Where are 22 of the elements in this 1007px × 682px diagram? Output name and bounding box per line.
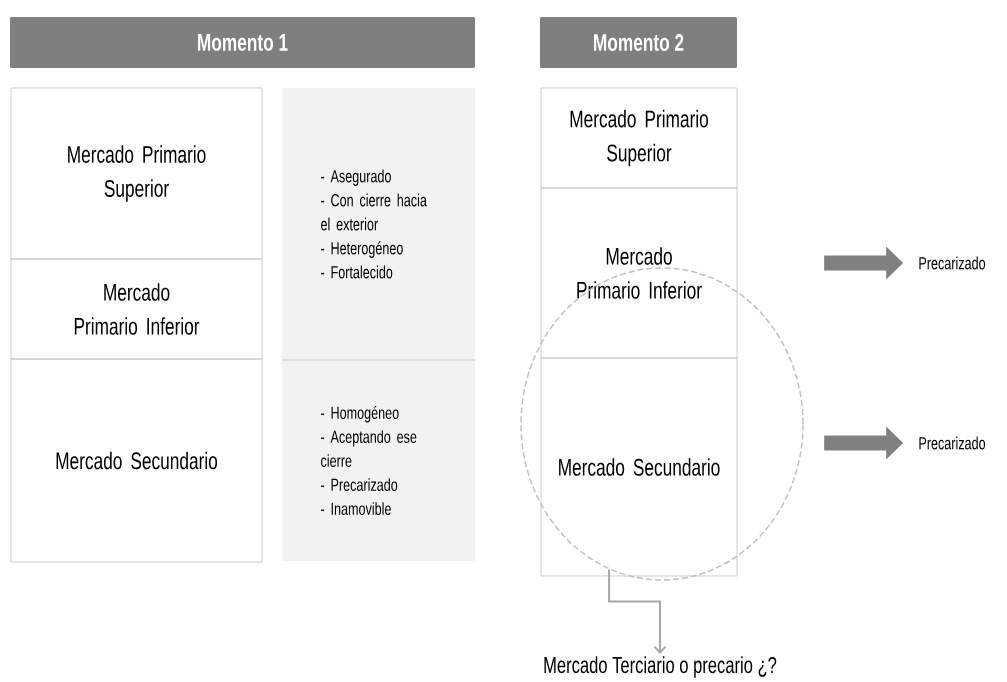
elbow-arrow (608, 568, 667, 655)
header-band: Momento 1 (10, 17, 475, 68)
node-label: - Precarizado (321, 478, 398, 492)
result-label: Mercado Terciario o precario ¿? (544, 656, 777, 678)
market-box: Mercado Primario Inferior (10, 258, 263, 360)
market-box: Mercado Primario Inferior (540, 187, 738, 359)
trait-list-panel: - Homogéneo - Aceptando ese cierre - Precarizado - Inamovible (282, 360, 475, 561)
node-label: - Inamovible (321, 502, 391, 516)
node-label: - Homogéneo (321, 405, 399, 423)
node-label: - Asegurado (321, 169, 391, 186)
node-label: - Aceptando ese cierre (321, 430, 417, 468)
node-label: - Heterogéneo (321, 241, 403, 258)
trait-list-panel: - Asegurado - Con cierre hacia el exterior - Heterogéneo - Fortalecido (282, 88, 475, 360)
market-box: Mercado Secundario (10, 358, 263, 563)
outcome-label: Precarizado (919, 436, 986, 450)
market-box: Mercado Primario Superior (540, 87, 738, 189)
outcome-label: Precarizado (919, 256, 986, 270)
node-label: - Con cierre hacia el exterior (321, 193, 427, 231)
node-label: - Fortalecido (321, 265, 393, 279)
market-box: Mercado Primario Superior (10, 87, 263, 260)
header-band: Momento 2 (540, 17, 737, 68)
dashed-circle (520, 267, 804, 581)
